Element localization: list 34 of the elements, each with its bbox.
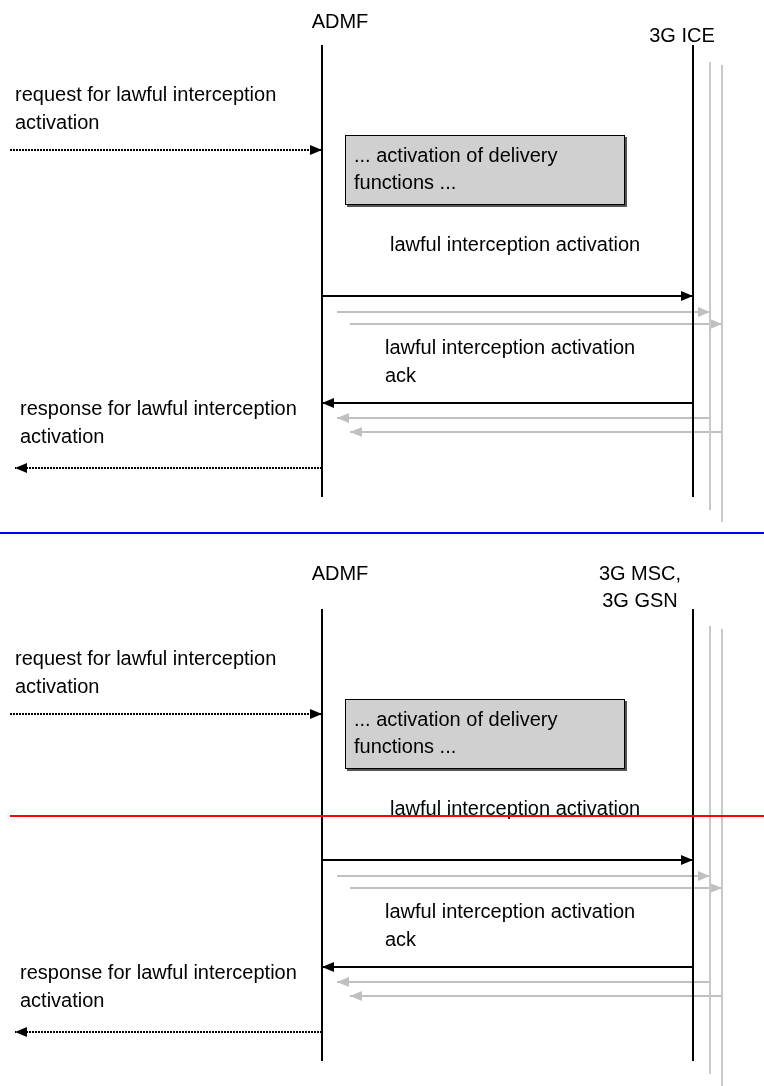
arrow	[321, 398, 694, 408]
arrow	[336, 871, 711, 881]
activity-box: ... activation of delivery functions ...	[345, 699, 625, 769]
arrow	[9, 145, 323, 155]
arrow	[349, 883, 723, 893]
edge-label: request for lawful interception activation	[15, 646, 278, 699]
lifeline	[721, 65, 723, 522]
arrow	[349, 319, 723, 329]
arrow	[14, 463, 323, 473]
arrow	[14, 1027, 323, 1037]
lifeline-label: 3G ICE	[648, 23, 716, 48]
arrow	[336, 413, 711, 423]
lifeline-label: ADMF	[310, 9, 370, 34]
edge-label: lawful interception activation	[390, 232, 642, 257]
edge-label: lawful interception activation	[390, 796, 642, 821]
edge-label: response for lawful interception activation	[20, 396, 298, 449]
arrow	[321, 291, 694, 301]
arrow	[336, 307, 711, 317]
edge-label: request for lawful interception activation	[15, 82, 278, 135]
edge-label: lawful interception activation ack	[385, 335, 637, 388]
edge-label: lawful interception activation ack	[385, 899, 637, 952]
lifeline-label: 3G MSC, 3G GSN	[597, 561, 683, 613]
arrow	[321, 962, 694, 972]
lifeline	[721, 629, 723, 1086]
lifeline-label: ADMF	[310, 561, 370, 586]
arrow	[9, 709, 323, 719]
arrow	[349, 427, 723, 437]
lifeline	[709, 62, 711, 510]
arrow	[349, 991, 723, 1001]
activity-box: ... activation of delivery functions ...	[345, 135, 625, 205]
arrow	[321, 855, 694, 865]
arrow	[336, 977, 711, 987]
edge-label: response for lawful interception activation	[20, 960, 298, 1013]
lifeline	[709, 626, 711, 1074]
